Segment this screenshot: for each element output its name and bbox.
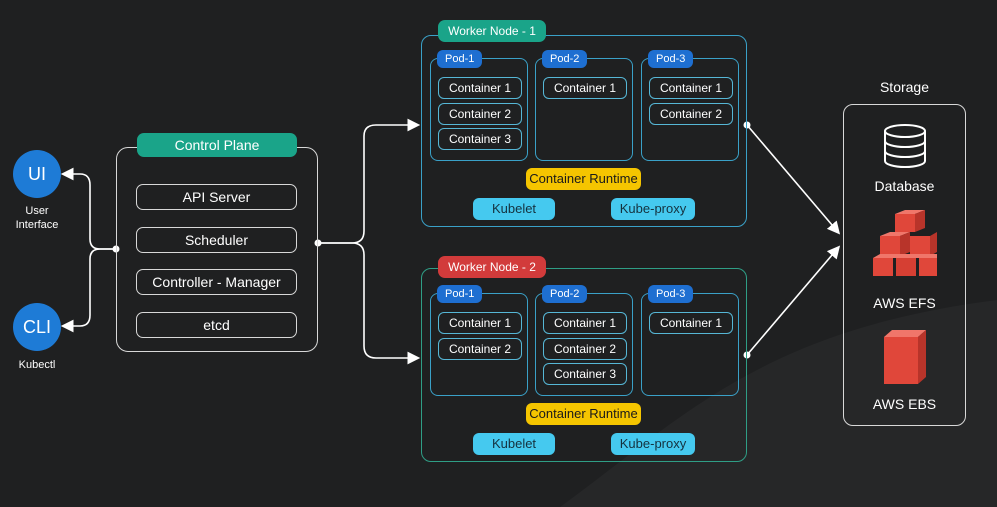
w2-pod-1-container-2: Container 2 <box>438 338 522 360</box>
cli-client-icon: CLI <box>13 303 61 351</box>
w2-kube-proxy: Kube-proxy <box>611 433 695 455</box>
database-icon <box>884 124 926 168</box>
w1-pod-2-tag: Pod-2 <box>542 50 588 68</box>
w1-kubelet: Kubelet <box>473 198 555 220</box>
w2-kubelet: Kubelet <box>473 433 555 455</box>
w2-pod-3-tag: Pod-3 <box>648 285 694 303</box>
w1-pod-3-container-2: Container 2 <box>649 103 733 125</box>
w2-container-runtime: Container Runtime <box>526 403 641 425</box>
api-server: API Server <box>136 184 297 210</box>
aws-efs-icon <box>873 210 937 276</box>
worker-node-1 <box>421 35 747 227</box>
aws-ebs-icon <box>884 330 926 384</box>
controller-manager: Controller - Manager <box>136 269 297 295</box>
arrow-worker1-storage <box>746 124 841 235</box>
w2-pod-1-container-1: Container 1 <box>438 312 522 334</box>
w1-kube-proxy: Kube-proxy <box>611 198 695 220</box>
w1-container-runtime: Container Runtime <box>526 168 641 190</box>
worker-node-1-title: Worker Node - 1 <box>438 20 546 42</box>
aws-ebs-label: AWS EBS <box>872 396 937 412</box>
w1-pod-2-container-1: Container 1 <box>543 77 627 99</box>
arrow-to-ui <box>60 167 116 250</box>
w1-pod-1-container-3: Container 3 <box>438 128 522 150</box>
scheduler: Scheduler <box>136 227 297 253</box>
worker-node-2 <box>421 268 747 462</box>
aws-efs-label: AWS EFS <box>873 295 936 311</box>
w1-pod-1-container-1: Container 1 <box>438 77 522 99</box>
w1-pod-3-tag: Pod-3 <box>648 50 694 68</box>
arrow-to-cli <box>60 248 116 333</box>
database-label: Database <box>874 178 935 194</box>
arrow-to-worker2 <box>318 242 421 365</box>
storage-box <box>843 104 966 426</box>
cli-client-label: Kubectl <box>18 359 56 371</box>
worker-node-2-title: Worker Node - 2 <box>438 256 546 278</box>
arrow-to-worker1 <box>318 118 421 244</box>
w2-pod-2-container-3: Container 3 <box>543 363 627 385</box>
ui-client-label: User Interface <box>15 205 59 231</box>
w2-pod-1-tag: Pod-1 <box>437 285 483 303</box>
etcd: etcd <box>136 312 297 338</box>
w2-pod-2-container-2: Container 2 <box>543 338 627 360</box>
w1-pod-1-container-2: Container 2 <box>438 103 522 125</box>
ui-client-icon: UI <box>13 150 61 198</box>
w1-pod-1-tag: Pod-1 <box>437 50 483 68</box>
w2-pod-2-tag: Pod-2 <box>542 285 588 303</box>
w2-pod-2-container-1: Container 1 <box>543 312 627 334</box>
control-plane-title: Control Plane <box>137 133 297 157</box>
w2-pod-3-container-1: Container 1 <box>649 312 733 334</box>
arrow-worker2-storage <box>746 245 841 356</box>
storage-title: Storage <box>879 79 930 95</box>
w1-pod-3-container-1: Container 1 <box>649 77 733 99</box>
